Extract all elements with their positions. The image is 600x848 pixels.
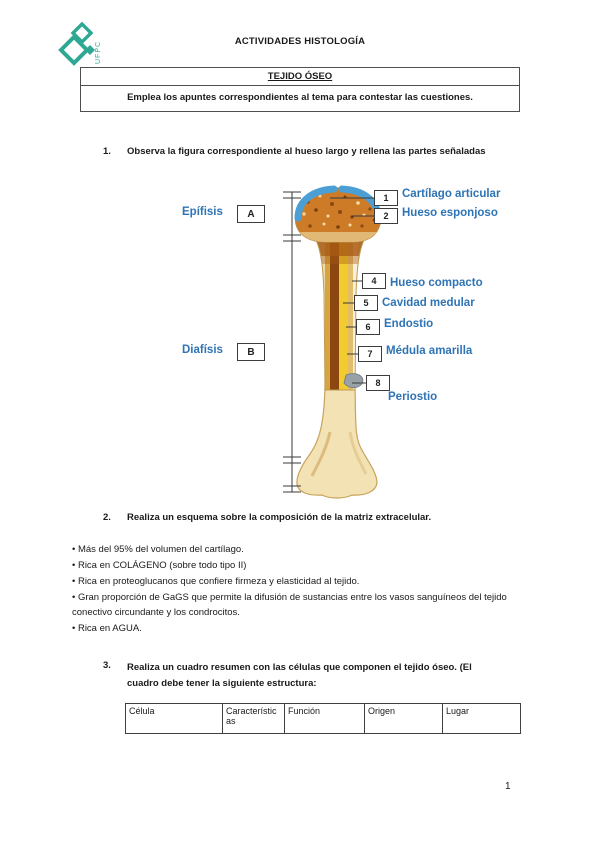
intro-box: TEJIDO ÓSEO Emplea los apuntes correspon… — [80, 67, 520, 112]
leader-lines — [330, 197, 374, 384]
bone-shaft-layers — [314, 236, 366, 390]
question-2: 2. Realiza un esquema sobre la composici… — [103, 512, 533, 523]
bone-shaft-outline — [313, 235, 367, 391]
page-number: 1 — [505, 781, 511, 792]
table-header-origen: Origen — [364, 703, 443, 734]
label-spongy-bone: Hueso esponjoso — [402, 207, 498, 219]
question-1-number: 1. — [103, 146, 111, 157]
bone-shading-line — [310, 431, 332, 477]
ufpc-logo: UFPC — [58, 21, 102, 66]
label-diaphysis: Diafísis — [182, 344, 223, 356]
bone-distal-epiphysis — [296, 386, 378, 499]
logo-diamond-filled — [85, 45, 95, 55]
number-box-1[interactable]: 1 — [374, 190, 398, 206]
table-header-funcion: Función — [284, 703, 365, 734]
measure-bracket — [283, 191, 301, 493]
label-medullary-cavity: Cavidad medular — [382, 297, 475, 309]
question-3-number: 3. — [103, 660, 111, 671]
bullet-list: • Más del 95% del volumen del cartílago.… — [72, 543, 534, 638]
periosteum-flap — [343, 373, 364, 389]
bullet-item: • Rica en proteoglucanos que confiere fi… — [72, 576, 360, 587]
question-2-text: Realiza un esquema sobre la composición … — [127, 512, 432, 523]
topic-instruction: Emplea los apuntes correspondientes al t… — [127, 92, 473, 103]
bullet-item: • Rica en AGUA. — [72, 622, 142, 634]
bone-figure: Epífisis A Diafísis B 1 Cartílago articu… — [180, 182, 530, 512]
cells-summary-table: Célula Características Función Origen Lu… — [125, 703, 521, 734]
table-header-celula: Célula — [125, 703, 223, 734]
bullet-item: • Más del 95% del volumen del cartílago. — [72, 544, 244, 555]
logo-diamond-small — [70, 21, 94, 45]
topic-title: TEJIDO ÓSEO — [81, 68, 519, 86]
bone-shading-line-2 — [348, 431, 368, 475]
table-header-lugar: Lugar — [442, 703, 521, 734]
table-header-caracteristicas: Características — [222, 703, 285, 734]
answer-box-a[interactable]: A — [237, 205, 265, 223]
question-3-text: Realiza un cuadro resumen con las célula… — [127, 660, 472, 691]
label-compact-bone: Hueso compacto — [390, 277, 483, 289]
label-yellow-marrow: Médula amarilla — [386, 345, 473, 357]
articular-cartilage-left — [294, 185, 338, 222]
question-2-number: 2. — [103, 512, 111, 523]
question-3: 3. Realiza un cuadro resumen con las cél… — [103, 660, 503, 691]
document-title: ACTIVIDADES HISTOLOGÍA — [234, 36, 366, 47]
label-epiphysis: Epífisis — [182, 206, 223, 218]
logo-text: UFPC — [95, 41, 102, 64]
bone-illustration — [283, 185, 382, 499]
answer-box-b[interactable]: B — [237, 343, 265, 361]
number-box-4[interactable]: 4 — [362, 273, 386, 289]
number-box-8[interactable]: 8 — [366, 375, 390, 391]
bullet-item: • Gran proporción de GaGS que permite la… — [72, 592, 507, 618]
label-endosteum: Endostio — [384, 318, 434, 330]
number-box-7[interactable]: 7 — [358, 346, 382, 362]
number-box-2[interactable]: 2 — [374, 208, 398, 224]
question-1: 1. Observa la figura correspondiente al … — [103, 146, 533, 157]
label-articular-cartilage: Cartílago articular — [402, 188, 501, 200]
bullet-item: • Rica en COLÁGENO (sobre todo tipo II) — [72, 560, 247, 571]
number-box-6[interactable]: 6 — [356, 319, 380, 335]
question-3-line1: Realiza un cuadro resumen con las célula… — [127, 662, 472, 673]
number-box-5[interactable]: 5 — [354, 295, 378, 311]
question-3-line2: cuadro debe tener la siguiente estructur… — [127, 677, 317, 689]
question-1-text: Observa la figura correspondiente al hue… — [127, 146, 486, 157]
table-header-row: Célula Características Función Origen Lu… — [125, 703, 521, 734]
label-periosteum: Periostio — [388, 391, 438, 403]
